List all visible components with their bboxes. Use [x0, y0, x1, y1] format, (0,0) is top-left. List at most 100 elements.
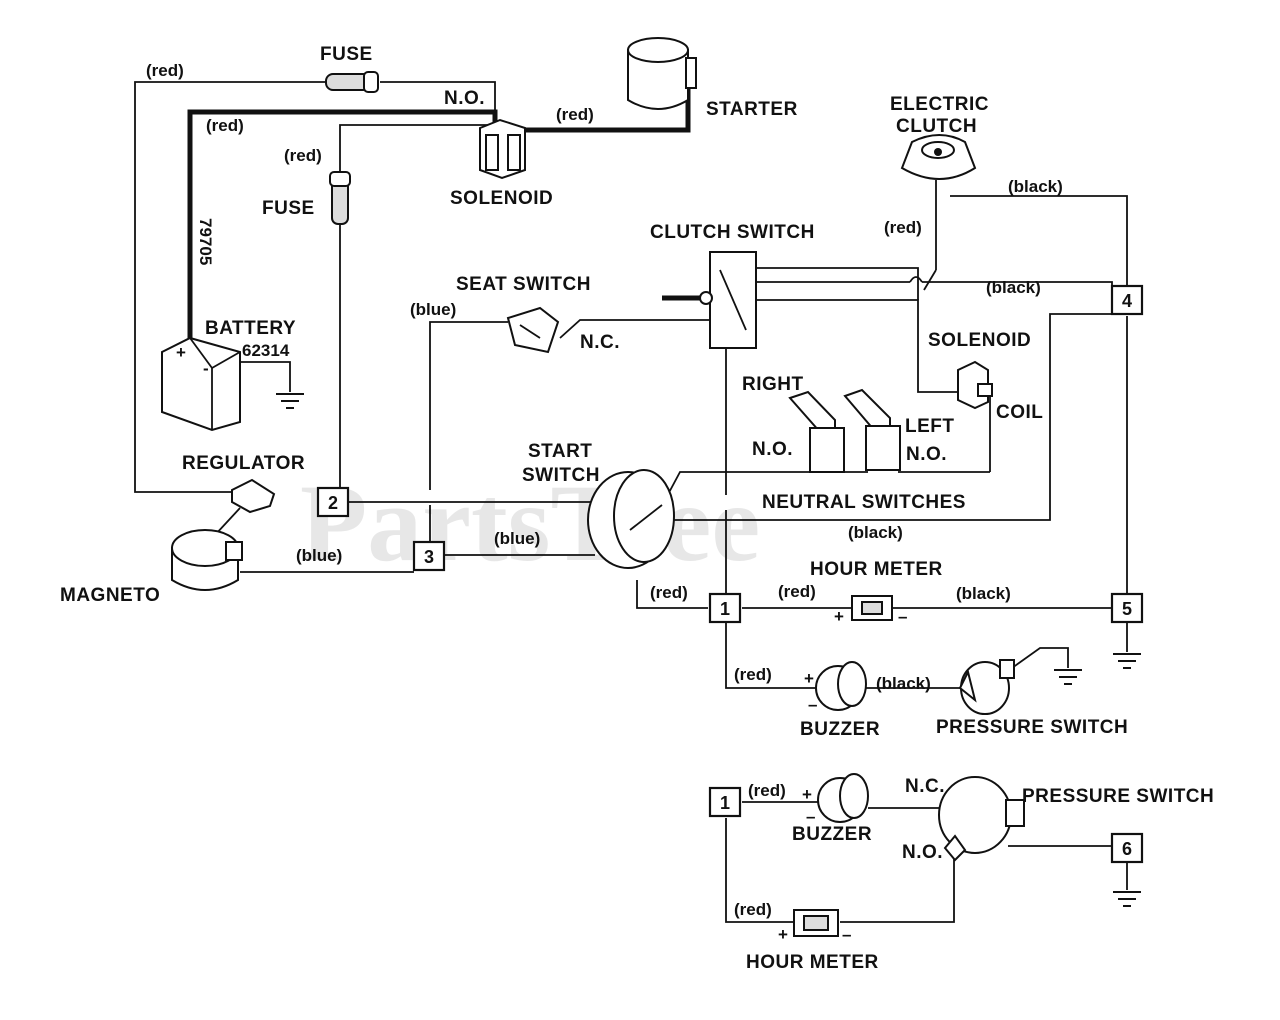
svg-text:–: – — [898, 607, 907, 626]
svg-text:(red): (red) — [206, 116, 244, 135]
label-magneto: MAGNETO — [60, 585, 160, 606]
svg-text:(red): (red) — [734, 900, 772, 919]
contact-labels: N.O. N.C. N.O. N.O. N.C. N.O. — [444, 88, 947, 863]
hour-meter — [851, 595, 893, 621]
ground-symbols — [276, 393, 1141, 907]
solenoid-right — [957, 360, 993, 410]
svg-text:(black): (black) — [1008, 177, 1063, 196]
svg-text:(blue): (blue) — [410, 300, 456, 319]
label-electric: ELECTRIC — [890, 94, 989, 115]
svg-text:(blue): (blue) — [494, 529, 540, 548]
svg-text:–: – — [808, 695, 817, 714]
terminal-1: 1 — [708, 592, 742, 624]
starter — [627, 37, 697, 110]
svg-text:(black): (black) — [848, 523, 903, 542]
regulator — [231, 478, 276, 514]
svg-text:1: 1 — [720, 599, 730, 619]
label-fuse-top: FUSE — [320, 44, 373, 65]
svg-text:4: 4 — [1122, 291, 1132, 311]
wires — [134, 80, 1128, 923]
label-battery: BATTERY — [205, 318, 296, 339]
terminal-1b: 1 — [708, 786, 742, 818]
label-cable-part: 79705 — [196, 218, 215, 265]
svg-text:3: 3 — [424, 547, 434, 567]
neutral-switch-right — [788, 390, 845, 473]
label-neutral-switches: NEUTRAL SWITCHES — [762, 492, 966, 513]
magneto — [171, 529, 243, 591]
label-right: RIGHT — [742, 374, 804, 395]
contact-no-solenoid: N.O. — [444, 88, 485, 109]
label-hour-meter: HOUR METER — [810, 559, 943, 580]
svg-text:(red): (red) — [748, 781, 786, 800]
pressure-switch-2 — [938, 776, 1025, 862]
contact-no-right: N.O. — [752, 439, 793, 460]
label-buzzer: BUZZER — [800, 719, 880, 740]
label-regulator: REGULATOR — [182, 453, 305, 474]
label-start: START — [528, 441, 592, 462]
svg-text:+: + — [802, 785, 812, 804]
contact-nc-pressure: N.C. — [905, 776, 945, 797]
label-left: LEFT — [905, 416, 955, 437]
label-fuse-left: FUSE — [262, 198, 315, 219]
svg-text:2: 2 — [328, 493, 338, 513]
wire-labels: (red) (red) (red) (red) (black) (red) (b… — [146, 61, 1063, 919]
svg-text:(black): (black) — [956, 584, 1011, 603]
battery — [161, 336, 241, 432]
svg-text:(black): (black) — [876, 674, 931, 693]
svg-text:+: + — [834, 607, 844, 626]
pressure-switch — [958, 659, 1015, 715]
label-solenoid-right: SOLENOID — [928, 330, 1031, 351]
label-buzzer-2: BUZZER — [792, 824, 872, 845]
svg-text:1: 1 — [720, 793, 730, 813]
label-clutch: CLUTCH — [896, 116, 977, 137]
label-solenoid-top: SOLENOID — [450, 188, 553, 209]
svg-text:(red): (red) — [146, 61, 184, 80]
terminal-2: 2 — [316, 486, 350, 518]
label-hour-meter-2: HOUR METER — [746, 952, 879, 973]
label-pressure-switch: PRESSURE SWITCH — [936, 717, 1128, 738]
fuse-left — [329, 171, 351, 225]
clutch-switch — [662, 251, 757, 349]
svg-text:(blue): (blue) — [296, 546, 342, 565]
polarity-marks: + - + – + – + – + – — [176, 343, 907, 944]
terminal-4: 4 — [1110, 284, 1144, 316]
terminal-5: 5 — [1110, 592, 1144, 624]
contact-nc-seat: N.C. — [580, 332, 620, 353]
label-clutch-switch: CLUTCH SWITCH — [650, 222, 815, 243]
svg-text:(red): (red) — [284, 146, 322, 165]
svg-text:5: 5 — [1122, 599, 1132, 619]
svg-text:-: - — [203, 359, 209, 378]
svg-text:(black): (black) — [986, 278, 1041, 297]
fuse-top — [325, 71, 379, 93]
label-starter: STARTER — [706, 99, 798, 120]
label-pressure-switch-2: PRESSURE SWITCH — [1022, 786, 1214, 807]
label-coil: COIL — [996, 402, 1043, 423]
svg-text:+: + — [176, 343, 186, 362]
svg-text:+: + — [778, 925, 788, 944]
contact-no-left: N.O. — [906, 444, 947, 465]
svg-text:(red): (red) — [884, 218, 922, 237]
label-switch: SWITCH — [522, 465, 600, 486]
electric-clutch — [900, 134, 977, 180]
terminal-6: 6 — [1110, 832, 1144, 864]
solenoid-top — [479, 118, 526, 180]
start-switch — [587, 469, 675, 569]
svg-text:(red): (red) — [734, 665, 772, 684]
svg-text:6: 6 — [1122, 839, 1132, 859]
svg-text:(red): (red) — [650, 583, 688, 602]
svg-text:(red): (red) — [778, 582, 816, 601]
watermark: PartsTree — [300, 462, 760, 584]
buzzer — [815, 661, 867, 711]
svg-text:(red): (red) — [556, 105, 594, 124]
svg-text:–: – — [806, 807, 815, 826]
svg-text:+: + — [804, 669, 814, 688]
label-seat-switch: SEAT SWITCH — [456, 274, 591, 295]
neutral-switch-left — [843, 388, 901, 471]
terminal-3: 3 — [412, 540, 446, 572]
contact-no-pressure: N.O. — [902, 842, 943, 863]
seat-switch — [506, 306, 560, 354]
hour-meter-2 — [793, 909, 839, 937]
label-battery-part: 62314 — [242, 341, 290, 360]
component-labels: FUSE STARTER ELECTRIC CLUTCH SOLENOID FU… — [60, 44, 1214, 973]
